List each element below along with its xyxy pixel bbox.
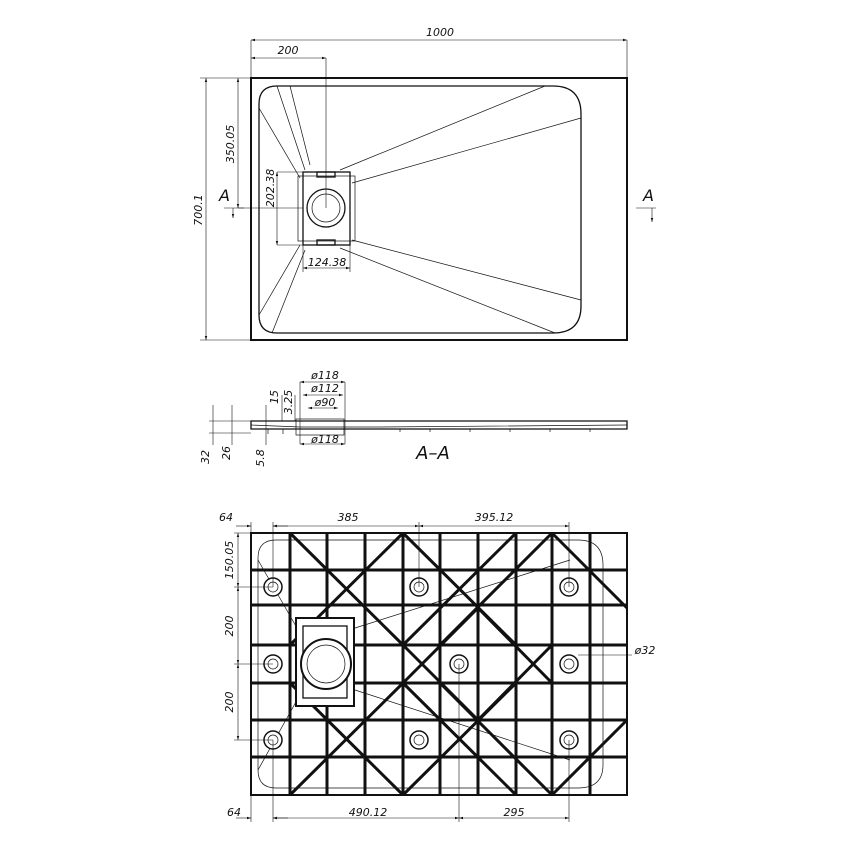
dim-d112: ø112 bbox=[310, 382, 339, 395]
foot bbox=[409, 730, 429, 750]
dim-left-margin-bottom: 64 bbox=[227, 806, 241, 819]
dim-height-700: 700.1 bbox=[192, 194, 205, 226]
dim-drain-box-h: 202.38 bbox=[264, 169, 277, 208]
dim-span-295: 295 bbox=[504, 806, 525, 819]
dim-width-1000: 1000 bbox=[426, 26, 454, 39]
bottom-view-dimensions bbox=[234, 522, 632, 822]
dim-d118-top: ø118 bbox=[310, 369, 339, 382]
dim-row-200-b: 200 bbox=[223, 692, 236, 713]
dim-drain-y-350: 350.05 bbox=[224, 125, 237, 164]
dim-span-385: 385 bbox=[338, 511, 359, 524]
top-view: 1000 200 350.05 700.1 202.38 124.38 A A bbox=[192, 26, 656, 341]
foot bbox=[559, 654, 579, 674]
section-profile bbox=[250, 420, 628, 430]
dim-row-200-a: 200 bbox=[223, 616, 236, 637]
dim-first-row-offset: 150.05 bbox=[223, 541, 236, 580]
bottom-inner-edge bbox=[257, 539, 604, 789]
dim-foot-diameter: ø32 bbox=[634, 644, 656, 657]
dim-h32: 32 bbox=[199, 450, 212, 464]
bottom-view: 64 385 395.12 150.05 200 200 ø32 64 490.… bbox=[219, 511, 655, 822]
section-marker-right: A bbox=[642, 186, 654, 205]
section-title: A–A bbox=[415, 443, 450, 464]
section-view: ø118 ø112 ø90 ø118 15 3.25 32 26 5.8 A–A bbox=[199, 369, 628, 467]
section-marker-left: A bbox=[218, 186, 230, 205]
top-view-dimensions bbox=[200, 38, 656, 341]
tray-inner-edge bbox=[258, 85, 582, 334]
dim-span-395: 395.12 bbox=[475, 511, 514, 524]
section-dimensions bbox=[209, 380, 346, 446]
dim-span-490: 490.12 bbox=[349, 806, 388, 819]
dim-h15: 15 bbox=[268, 390, 281, 404]
drain-housing bbox=[297, 171, 356, 246]
tray-outline bbox=[250, 77, 628, 341]
dim-h3-25: 3.25 bbox=[282, 390, 295, 415]
slope-facets bbox=[258, 85, 582, 334]
dim-h5-8: 5.8 bbox=[254, 449, 267, 467]
dim-left-margin-top: 64 bbox=[219, 511, 233, 524]
dim-d90: ø90 bbox=[314, 396, 336, 409]
section-ribs bbox=[267, 429, 591, 434]
dim-drain-box-w: 124.38 bbox=[308, 256, 347, 269]
dim-h26: 26 bbox=[220, 446, 233, 460]
dim-d118-bottom: ø118 bbox=[310, 433, 339, 446]
dim-drain-offset-200: 200 bbox=[278, 44, 299, 57]
bottom-drain bbox=[295, 617, 355, 707]
